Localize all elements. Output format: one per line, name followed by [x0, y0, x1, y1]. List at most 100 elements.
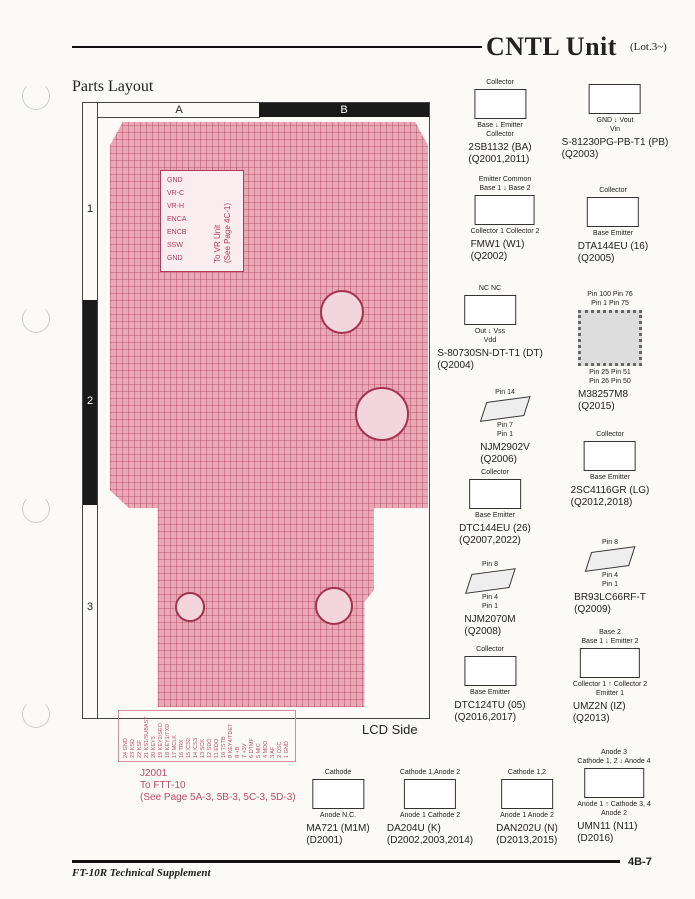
- package-outline: [474, 89, 526, 119]
- package-outline: [468, 479, 521, 509]
- vr-pin-label: ENCA: [167, 216, 187, 223]
- vr-note-page: (See Page 4C-1): [223, 202, 232, 263]
- binder-hole: [22, 305, 50, 333]
- j2001-label: J2001: [140, 768, 168, 779]
- j2001-pin: 19 KEY2/SEO: [158, 723, 164, 758]
- column-b: B: [259, 103, 429, 117]
- vr-pin-label: GND: [167, 255, 183, 262]
- vr-pin-label: ENCB: [167, 229, 187, 236]
- column-a: A: [97, 103, 260, 118]
- j2001-pin: 6 DTMF: [249, 738, 255, 758]
- j2001-pin: 7 +3V: [242, 743, 248, 758]
- part-reference: (D2002,2003,2014): [386, 835, 474, 846]
- pin-label: Pin 4: [602, 572, 618, 579]
- header-rule: [72, 46, 482, 48]
- pin-label: Vin: [610, 126, 620, 133]
- part-reference: (D2013,2015): [496, 835, 558, 846]
- pin-label: Pin 26 Pin 50: [589, 378, 631, 385]
- pin-label: Collector: [481, 469, 509, 476]
- part-reference: (Q2004): [437, 360, 474, 371]
- pin-label: Pin 4: [482, 594, 498, 601]
- part-name: DA204U (K): [386, 823, 441, 834]
- j2001-pin: 5 MIC: [256, 743, 262, 758]
- vr-pin-label: GND: [167, 177, 183, 184]
- pin-label: Pin 14: [495, 389, 515, 396]
- package-outline: [501, 779, 553, 809]
- part-name: MA721 (M1M): [306, 823, 370, 834]
- j2001-pin: 15 /CS2: [186, 738, 192, 758]
- j2001-pin: 11 EDO: [214, 738, 220, 758]
- binder-hole: [22, 82, 50, 110]
- part-reference: (D2001): [306, 835, 343, 846]
- board-side-label: LCD Side: [362, 722, 418, 737]
- pin-label: Out ↓ Vss: [474, 328, 506, 335]
- part-reference: (Q2008): [464, 626, 502, 637]
- vr-note-title: To VR Unit: [213, 224, 222, 263]
- part-reference: (Q2002): [470, 251, 508, 262]
- pin-label: Anode 1 Anode 2: [500, 812, 554, 819]
- buzzer-pad: [355, 387, 409, 441]
- pin-label: Anode 1 Cathode 2: [399, 812, 461, 819]
- j2001-pin: 14 /CS3: [193, 738, 199, 758]
- part-name: 2SC4116GR (LG): [570, 485, 650, 496]
- row-3: 3: [86, 601, 94, 613]
- pin-label: Base 2: [599, 629, 621, 636]
- part-name: 2SB1132 (BA): [468, 142, 532, 153]
- package-outline: [463, 656, 516, 686]
- j2001-pin: 1 GND: [284, 741, 290, 758]
- part-reference: (Q2013): [572, 713, 610, 724]
- part-reference: (Q2009): [574, 604, 611, 615]
- pin-label: Collector: [476, 646, 504, 653]
- binder-hole: [22, 495, 50, 523]
- page-number: 4B-7: [628, 856, 652, 868]
- j2001-note: J2001 To FTT-10 (See Page 5A-3, 5B-3, 5C…: [140, 768, 296, 804]
- pin-label: Collector: [486, 79, 514, 86]
- part-name: DTA144EU (16): [577, 241, 649, 252]
- j2001-pin: 24 GND: [123, 738, 129, 758]
- pin-label: Pin 1: [602, 581, 618, 588]
- pin-label: Base 1 ↓ Base 2: [479, 185, 531, 192]
- pin-label: Pin 1 Pin 75: [591, 300, 629, 307]
- pin-label: Anode 2: [600, 810, 628, 817]
- part-name: UMN11 (N11): [577, 821, 638, 832]
- page-title: CNTL Unit: [486, 32, 617, 61]
- j2001-pin: 13 SCK: [200, 739, 206, 758]
- pin-label: Base Emitter: [592, 230, 634, 237]
- part-name: S-80730SN-DT-T1 (DT): [437, 348, 543, 359]
- package-outline: [464, 568, 516, 594]
- part-reference: (Q2012,2018): [570, 497, 633, 508]
- pin-label: Pin 8: [482, 561, 498, 568]
- j2001-pin: 9 KEY4/TDET: [228, 723, 234, 758]
- pin-label: Base Emitter: [589, 474, 631, 481]
- part-reference: (D2016): [577, 833, 614, 844]
- pin-label: Cathode 1,2: [507, 769, 547, 776]
- pin-label: Pin 7: [497, 422, 513, 429]
- j2001-see: (See Page 5A-3, 5B-3, 5C-3, 5D-3): [140, 792, 296, 803]
- mounting-hole: [315, 587, 353, 625]
- pin-label: Collector: [486, 131, 514, 138]
- pin-label: Cathode: [324, 769, 352, 776]
- part-name: M38257M8: [578, 389, 629, 400]
- package-outline: [587, 197, 639, 227]
- pin-label: Cathode 1,Anode 2: [399, 769, 461, 776]
- row-2: 2: [83, 300, 97, 505]
- pin-label: Cathode 1, 2 ↓ Anode 4: [577, 758, 651, 765]
- j2001-pin: 3 AF: [270, 746, 276, 758]
- part-reference: (Q2005): [577, 253, 615, 264]
- pin-label: Base Emitter: [474, 512, 516, 519]
- j2001-pin: 17 MCLK: [172, 735, 178, 758]
- binder-hole: [22, 700, 50, 728]
- j2001-pin: 4 MDO: [263, 740, 269, 758]
- part-reference: (Q2006): [480, 454, 517, 465]
